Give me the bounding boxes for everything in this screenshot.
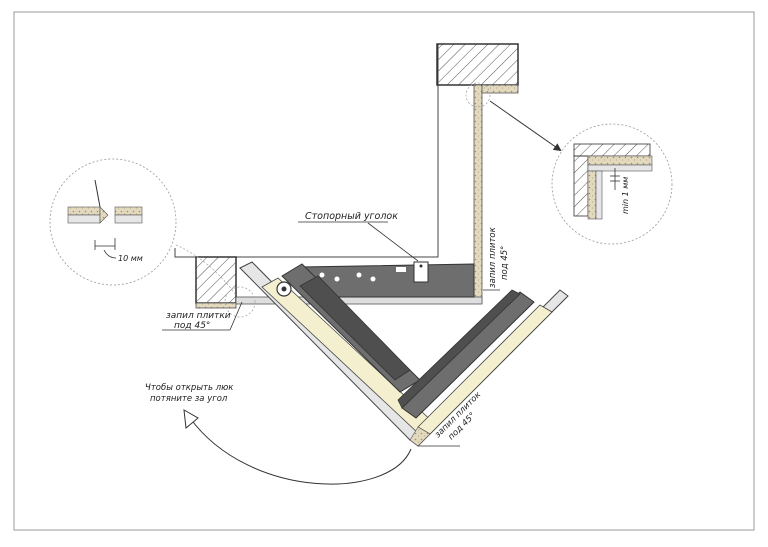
open-arrow bbox=[189, 417, 412, 485]
detail-marker-right bbox=[465, 82, 491, 108]
tile-strip-top bbox=[481, 84, 519, 94]
tile-strip-vertical bbox=[473, 84, 483, 304]
label-tile-right-1: запил плиток bbox=[488, 226, 498, 288]
wall-block-left bbox=[195, 256, 237, 304]
sheet-border bbox=[13, 11, 755, 531]
label-gap-left: 10 мм bbox=[118, 254, 143, 263]
leader-stop-corner bbox=[367, 222, 419, 262]
label-open-hint-1: Чтобы открыть люк bbox=[145, 383, 234, 393]
label-tile-left-1: запил плитки bbox=[166, 311, 231, 321]
label-open-hint-2: потяните за угол bbox=[150, 394, 228, 404]
detail-circle-left bbox=[49, 158, 177, 286]
leader-left bbox=[175, 244, 237, 296]
label-tile-right-2: под 45° bbox=[500, 246, 510, 280]
label-gap-right: min 1 мм bbox=[621, 177, 630, 214]
leader-right bbox=[489, 100, 562, 152]
detail-circle-right bbox=[551, 123, 673, 245]
detail-marker-left bbox=[224, 286, 256, 318]
label-stop-corner: Стопорный уголок bbox=[305, 211, 398, 222]
hole bbox=[370, 276, 376, 282]
hole bbox=[334, 276, 340, 282]
wall-block-top bbox=[436, 43, 519, 86]
leader-tile-left bbox=[229, 301, 243, 331]
hole bbox=[319, 272, 325, 278]
stop-tab bbox=[413, 261, 429, 283]
hole bbox=[356, 272, 362, 278]
label-tile-left-2: под 45° bbox=[174, 321, 210, 331]
slot bbox=[396, 267, 406, 272]
door-left-leg bbox=[239, 261, 437, 441]
tile-strip-left bbox=[195, 302, 237, 309]
door-right-leg bbox=[397, 289, 569, 447]
wall-outline bbox=[174, 44, 439, 258]
open-arrow-head bbox=[183, 409, 199, 429]
